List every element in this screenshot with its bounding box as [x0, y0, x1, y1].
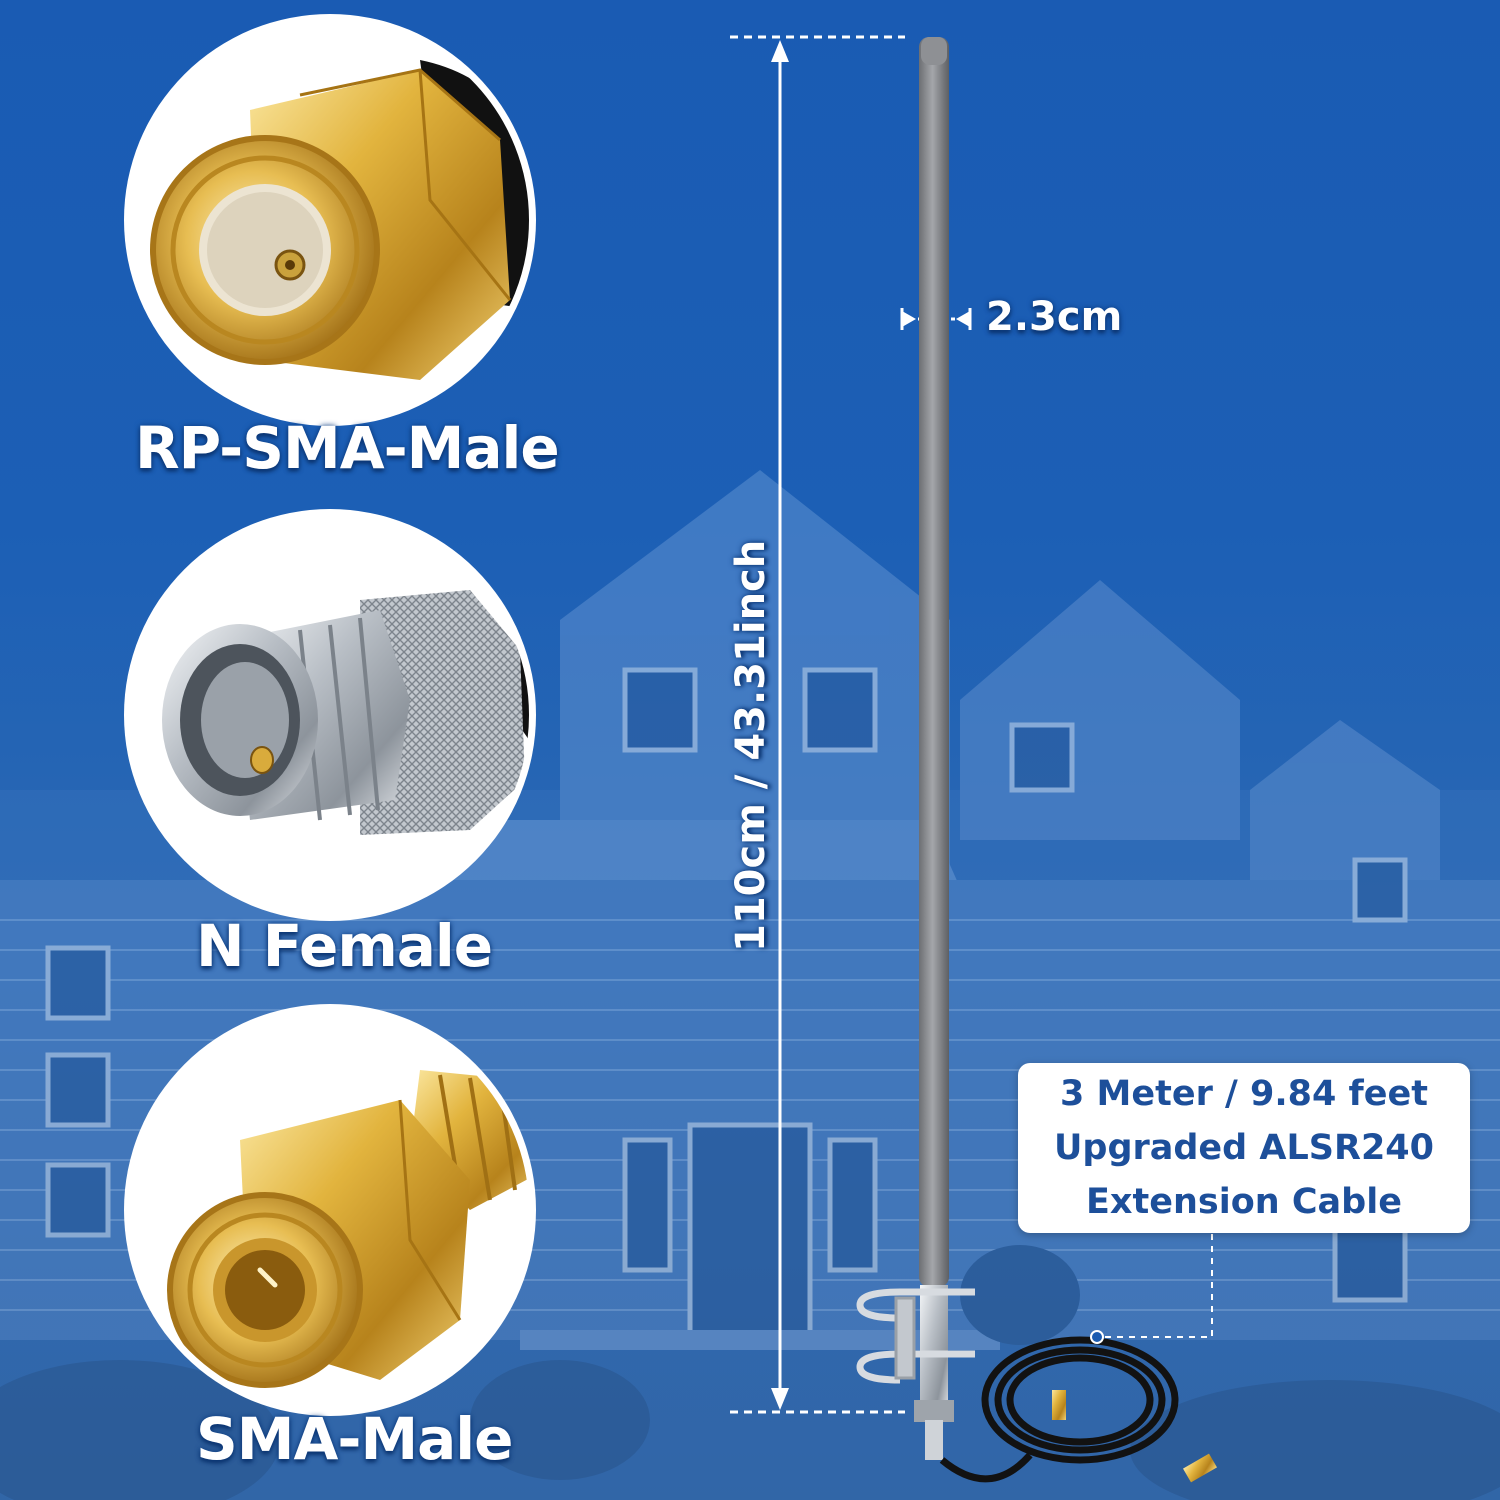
sma-male-label: SMA-Male — [196, 1405, 514, 1473]
length-dimension-line — [730, 35, 905, 1414]
extension-cable-coil — [939, 1336, 1179, 1483]
cable-type-text: Upgraded ALSR240 — [1053, 1128, 1435, 1168]
sma-male-connector-photo — [124, 1004, 536, 1416]
antenna-length-label: 110cm / 43.31inch — [728, 539, 774, 952]
callout-leader-line — [1090, 1234, 1213, 1344]
cable-callout-box: 3 Meter / 9.84 feet Upgraded ALSR240 Ext… — [1018, 1063, 1470, 1233]
antenna-pole — [914, 37, 954, 1460]
width-dimension-marker — [900, 308, 972, 330]
rp-sma-male-connector-photo — [124, 14, 536, 426]
rp-sma-male-label: RP-SMA-Male — [135, 414, 560, 482]
n-female-connector-photo — [124, 509, 536, 921]
antenna-diameter-label: 2.3cm — [986, 294, 1123, 340]
cable-length-text: 3 Meter / 9.84 feet — [1060, 1074, 1428, 1114]
cable-description-text: Extension Cable — [1086, 1182, 1402, 1222]
n-female-label: N Female — [196, 912, 493, 980]
small-adapters — [1052, 1390, 1217, 1483]
mounting-bracket — [856, 1288, 975, 1384]
